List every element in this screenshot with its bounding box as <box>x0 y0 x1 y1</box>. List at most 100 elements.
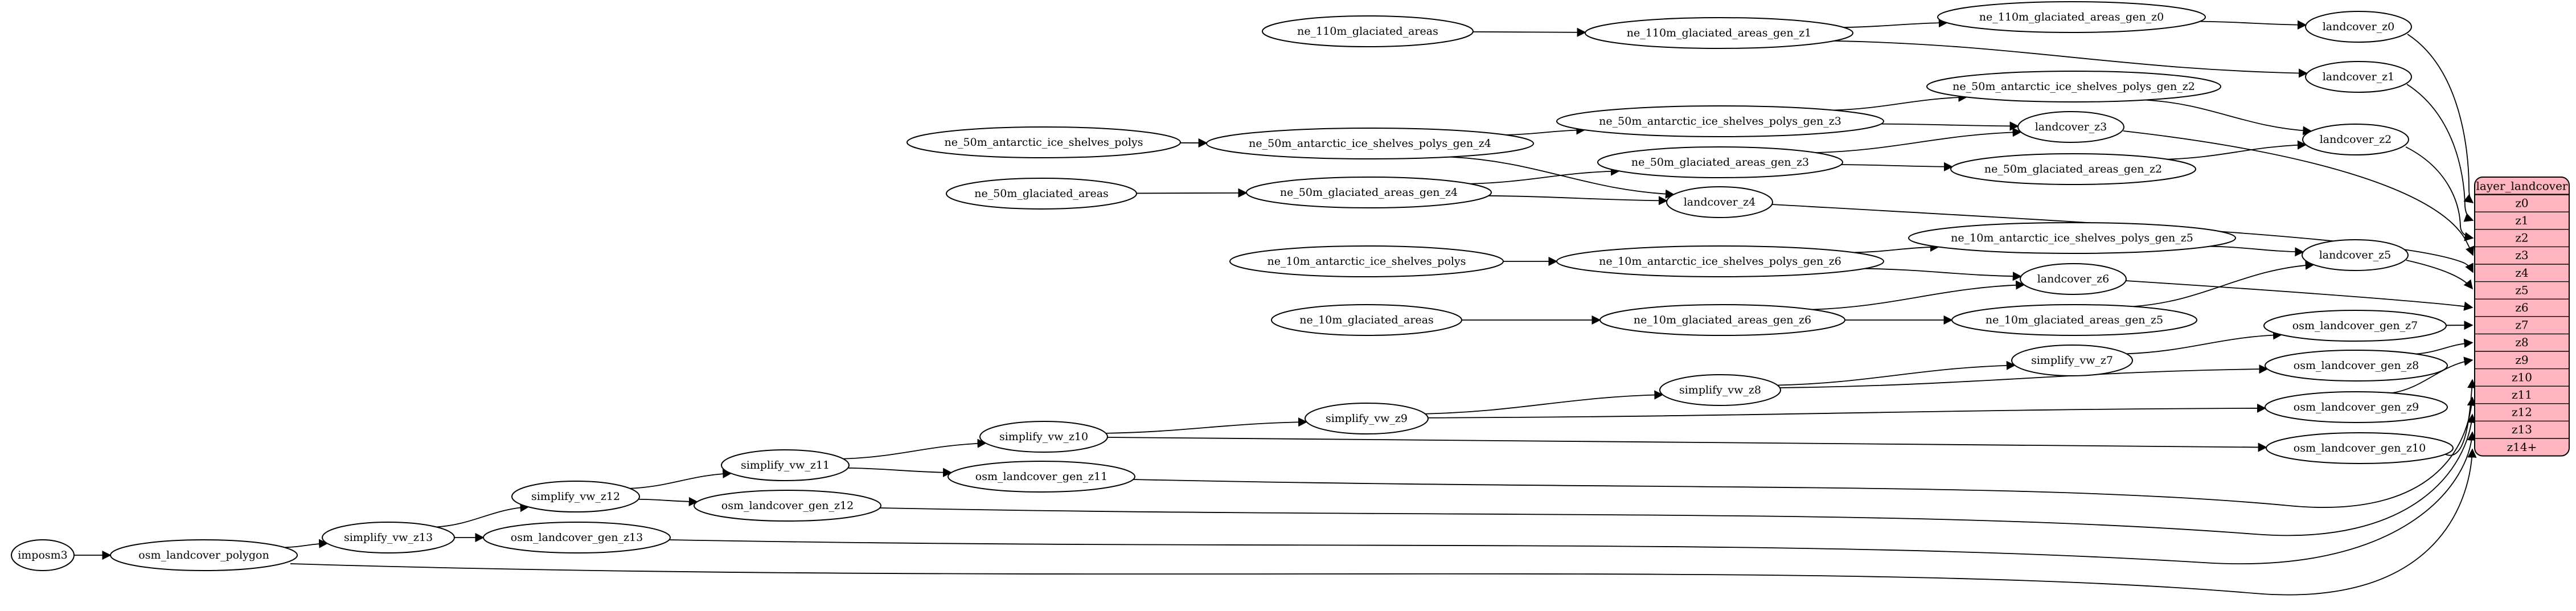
edge-ne_10m_antarctic_ice_shelves_polys_gen_z5-to-landcover_z5 <box>2209 245 2304 257</box>
node-label-osm_landcover_gen_z7: osm_landcover_gen_z7 <box>2292 319 2418 332</box>
edge-simplify_vw_z10-to-osm_landcover_gen_z10 <box>1107 437 2267 452</box>
edge-simplify_vw_z8-to-simplify_vw_z7 <box>1777 360 2016 386</box>
node-ne_10m_glaciated_areas_gen_z6: ne_10m_glaciated_areas_gen_z6 <box>1599 304 1845 336</box>
node-ne_50m_antarctic_ice_shelves_polys: ne_50m_antarctic_ice_shelves_polys <box>906 126 1181 158</box>
node-ellipse-simplify_vw_z8 <box>1659 374 1781 406</box>
node-ne_10m_antarctic_ice_shelves_polys_gen_z6: ne_10m_antarctic_ice_shelves_polys_gen_z… <box>1556 245 1884 277</box>
layer-row-z3: z3 <box>2515 248 2528 262</box>
node-ellipse-ne_50m_antarctic_ice_shelves_polys <box>906 126 1181 158</box>
node-ellipse-landcover_z5 <box>2302 239 2409 271</box>
node-ellipse-ne_50m_glaciated_areas <box>946 178 1137 210</box>
edge-ne_10m_antarctic_ice_shelves_polys_gen_z6-to-landcover_z6 <box>1864 268 2022 281</box>
node-landcover_z1: landcover_z1 <box>2305 61 2412 93</box>
node-simplify_vw_z13: simplify_vw_z13 <box>322 522 455 553</box>
node-osm_landcover_gen_z12: osm_landcover_gen_z12 <box>694 490 881 522</box>
node-label-landcover_z0: landcover_z0 <box>2323 20 2395 33</box>
node-label-ne_10m_glaciated_areas_gen_z5: ne_10m_glaciated_areas_gen_z5 <box>1986 314 2163 326</box>
node-ellipse-ne_50m_antarctic_ice_shelves_polys_gen_z4 <box>1206 128 1534 159</box>
node-ellipse-ne_50m_glaciated_areas_gen_z2 <box>1950 153 2196 185</box>
node-ne_10m_glaciated_areas_gen_z5: ne_10m_glaciated_areas_gen_z5 <box>1951 304 2197 336</box>
node-label-osm_landcover_gen_z9: osm_landcover_gen_z9 <box>2294 401 2419 413</box>
edge-simplify_vw_z9-to-osm_landcover_gen_z9 <box>1428 403 2266 419</box>
edge-ne_10m_antarctic_ice_shelves_polys_gen_z6-to-ne_10m_antarctic_ice_shelves_polys_gen_z5 <box>1853 242 1940 253</box>
node-label-landcover_z6: landcover_z6 <box>2037 273 2110 285</box>
node-ellipse-ne_10m_glaciated_areas <box>1271 304 1462 336</box>
node-ellipse-simplify_vw_z9 <box>1305 403 1429 434</box>
layer-row-z8: z8 <box>2515 335 2528 349</box>
layer-row-z11: z11 <box>2512 388 2532 401</box>
node-ne_50m_glaciated_areas: ne_50m_glaciated_areas <box>946 178 1137 210</box>
node-label-simplify_vw_z7: simplify_vw_z7 <box>2031 354 2113 367</box>
edge-simplify_vw_z9-to-simplify_vw_z8 <box>1425 390 1664 415</box>
edge-simplify_vw_z12-to-osm_landcover_gen_z12 <box>638 497 698 507</box>
edge-ne_110m_glaciated_areas_gen_z1-to-ne_110m_glaciated_areas_gen_z0 <box>1843 18 1948 28</box>
node-ellipse-osm_landcover_gen_z9 <box>2265 391 2448 423</box>
node-landcover_z4: landcover_z4 <box>1666 186 1773 218</box>
node-simplify_vw_z12: simplify_vw_z12 <box>511 481 640 512</box>
node-label-ne_110m_glaciated_areas_gen_z1: ne_110m_glaciated_areas_gen_z1 <box>1627 27 1811 39</box>
node-label-ne_110m_glaciated_areas_gen_z0: ne_110m_glaciated_areas_gen_z0 <box>1979 11 2164 23</box>
node-ellipse-ne_10m_antarctic_ice_shelves_polys_gen_z6 <box>1556 245 1884 277</box>
node-label-osm_landcover_gen_z10: osm_landcover_gen_z10 <box>2294 442 2426 454</box>
edge-simplify_vw_z12-to-simplify_vw_z11 <box>630 469 732 489</box>
node-label-ne_10m_antarctic_ice_shelves_polys_gen_z5: ne_10m_antarctic_ice_shelves_polys_gen_z… <box>1951 232 2193 244</box>
node-ellipse-ne_10m_antarctic_ice_shelves_polys_gen_z5 <box>1908 222 2236 254</box>
edge-simplify_vw_z8-to-osm_landcover_gen_z8 <box>1779 364 2269 388</box>
node-osm_landcover_polygon: osm_landcover_polygon <box>110 539 298 571</box>
layer-row-z2: z2 <box>2515 231 2528 245</box>
layer-row-z0: z0 <box>2515 196 2528 210</box>
node-ne_110m_glaciated_areas_gen_z1: ne_110m_glaciated_areas_gen_z1 <box>1585 17 1853 49</box>
node-label-imposm3: imposm3 <box>18 549 68 561</box>
node-ellipse-osm_landcover_gen_z12 <box>694 490 881 522</box>
edge-osm_landcover_gen_z11-to-layer-z11 <box>1133 396 2476 508</box>
edge-ne_50m_glaciated_areas_gen_z4-to-ne_50m_glaciated_areas_gen_z3 <box>1470 166 1621 184</box>
node-label-ne_50m_antarctic_ice_shelves_polys: ne_50m_antarctic_ice_shelves_polys <box>945 136 1143 149</box>
node-osm_landcover_gen_z8: osm_landcover_gen_z8 <box>2265 350 2448 382</box>
edge-osm_landcover_gen_z12-to-layer-z12 <box>879 413 2476 536</box>
node-ellipse-simplify_vw_z13 <box>322 522 455 553</box>
node-ellipse-osm_landcover_gen_z11 <box>947 461 1135 493</box>
node-ellipse-simplify_vw_z12 <box>511 481 640 512</box>
node-label-osm_landcover_gen_z12: osm_landcover_gen_z12 <box>721 499 854 512</box>
node-landcover_z0: landcover_z0 <box>2305 11 2412 43</box>
node-landcover_z6: landcover_z6 <box>2020 263 2127 295</box>
edge-simplify_vw_z7-to-osm_landcover_gen_z7 <box>2126 330 2283 355</box>
edge-ne_110m_glaciated_areas_gen_z0-to-landcover_z0 <box>2200 20 2307 30</box>
node-ne_10m_antarctic_ice_shelves_polys_gen_z5: ne_10m_antarctic_ice_shelves_polys_gen_z… <box>1908 222 2236 254</box>
node-label-ne_10m_antarctic_ice_shelves_polys: ne_10m_antarctic_ice_shelves_polys <box>1268 255 1466 268</box>
node-ellipse-osm_landcover_gen_z8 <box>2265 350 2448 382</box>
node-ne_110m_glaciated_areas_gen_z0: ne_110m_glaciated_areas_gen_z0 <box>1937 1 2206 33</box>
layer-row-z12: z12 <box>2512 405 2532 419</box>
node-ellipse-landcover_z3 <box>2017 111 2124 143</box>
node-label-ne_50m_antarctic_ice_shelves_polys_gen_z2: ne_50m_antarctic_ice_shelves_polys_gen_z… <box>1952 80 2195 93</box>
node-label-ne_50m_glaciated_areas_gen_z2: ne_50m_glaciated_areas_gen_z2 <box>1984 163 2162 175</box>
node-ellipse-osm_landcover_gen_z7 <box>2263 310 2447 342</box>
node-ne_50m_antarctic_ice_shelves_polys_gen_z2: ne_50m_antarctic_ice_shelves_polys_gen_z… <box>1926 71 2221 102</box>
node-ne_10m_glaciated_areas: ne_10m_glaciated_areas <box>1271 304 1462 336</box>
node-label-ne_10m_antarctic_ice_shelves_polys_gen_z6: ne_10m_antarctic_ice_shelves_polys_gen_z… <box>1599 255 1841 268</box>
node-ne_110m_glaciated_areas: ne_110m_glaciated_areas <box>1262 15 1474 47</box>
node-ellipse-ne_110m_glaciated_areas_gen_z0 <box>1937 1 2206 33</box>
layer-row-z10: z10 <box>2512 370 2532 384</box>
edge-ne_50m_glaciated_areas_gen_z3-to-ne_50m_glaciated_areas_gen_z2 <box>1841 162 1954 171</box>
node-label-osm_landcover_gen_z8: osm_landcover_gen_z8 <box>2294 359 2419 372</box>
node-osm_landcover_gen_z7: osm_landcover_gen_z7 <box>2263 310 2447 342</box>
node-ellipse-landcover_z0 <box>2305 11 2412 43</box>
node-ellipse-osm_landcover_gen_z13 <box>483 522 671 553</box>
edge-osm_landcover_gen_z10-to-layer-z10 <box>2445 379 2477 456</box>
edge-landcover_z6-to-layer-z6 <box>2125 280 2474 311</box>
node-osm_landcover_gen_z10: osm_landcover_gen_z10 <box>2266 432 2454 464</box>
edge-ne_10m_glaciated_areas_gen_z6-to-landcover_z6 <box>1812 280 2025 310</box>
edge-landcover_z1-to-layer-z1 <box>2406 84 2474 222</box>
node-ellipse-simplify_vw_z10 <box>979 421 1108 453</box>
node-simplify_vw_z7: simplify_vw_z7 <box>2011 345 2133 376</box>
edge-landcover_z3-to-layer-z3 <box>2123 130 2475 256</box>
edge-ne_50m_glaciated_areas-to-ne_50m_glaciated_areas_gen_z4 <box>1136 188 1248 198</box>
node-label-simplify_vw_z10: simplify_vw_z10 <box>999 430 1088 443</box>
node-ellipse-ne_10m_glaciated_areas_gen_z6 <box>1599 304 1845 336</box>
edge-ne_50m_antarctic_ice_shelves_polys_gen_z2-to-landcover_z2 <box>2145 99 2312 136</box>
node-ellipse-ne_50m_glaciated_areas_gen_z4 <box>1246 177 1492 208</box>
node-label-landcover_z2: landcover_z2 <box>2320 133 2392 146</box>
node-osm_landcover_gen_z13: osm_landcover_gen_z13 <box>483 522 671 553</box>
